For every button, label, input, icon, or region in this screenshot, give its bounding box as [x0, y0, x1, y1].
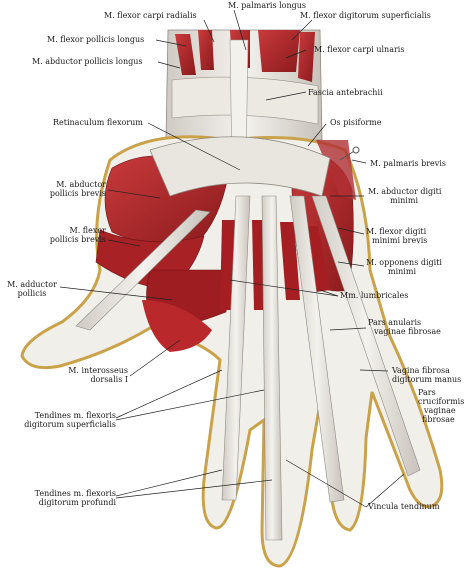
label-os-pisiforme: Os pisiforme: [330, 118, 382, 127]
forearm: [165, 29, 323, 171]
interosseus-dorsalis-muscle: [142, 300, 212, 352]
label-flexor-carpi-ulnaris: M. flexor carpi ulnaris: [314, 45, 405, 54]
leader-lines: [59, 9, 405, 508]
flexor-retinaculum: [149, 136, 331, 197]
label-retinaculum-flexorum: Retinaculum flexorum: [53, 118, 143, 127]
label-abductor-pollicis-longus: M. abductor pollicis longus: [32, 57, 143, 66]
label-flexor-digitorum-superficialis: M. flexor digitorum superficialis: [300, 11, 431, 20]
label-palmaris-brevis: M. palmaris brevis: [370, 159, 446, 168]
pisiform-marker: [339, 146, 360, 161]
label-fascia-antebrachii: Fascia antebrachii: [308, 88, 383, 97]
flexor-tendons: [75, 195, 421, 541]
label-lumbricales: Mm. lumbricales: [340, 291, 409, 300]
label-flexor-carpi-radialis: M. flexor carpi radialis: [104, 11, 197, 20]
label-flexor-pollicis-longus: M. flexor pollicis longus: [47, 35, 145, 44]
label-vincula-tendinum: Vincula tendinum: [368, 502, 440, 511]
label-palmaris-longus: M. palmaris longus: [228, 1, 307, 10]
